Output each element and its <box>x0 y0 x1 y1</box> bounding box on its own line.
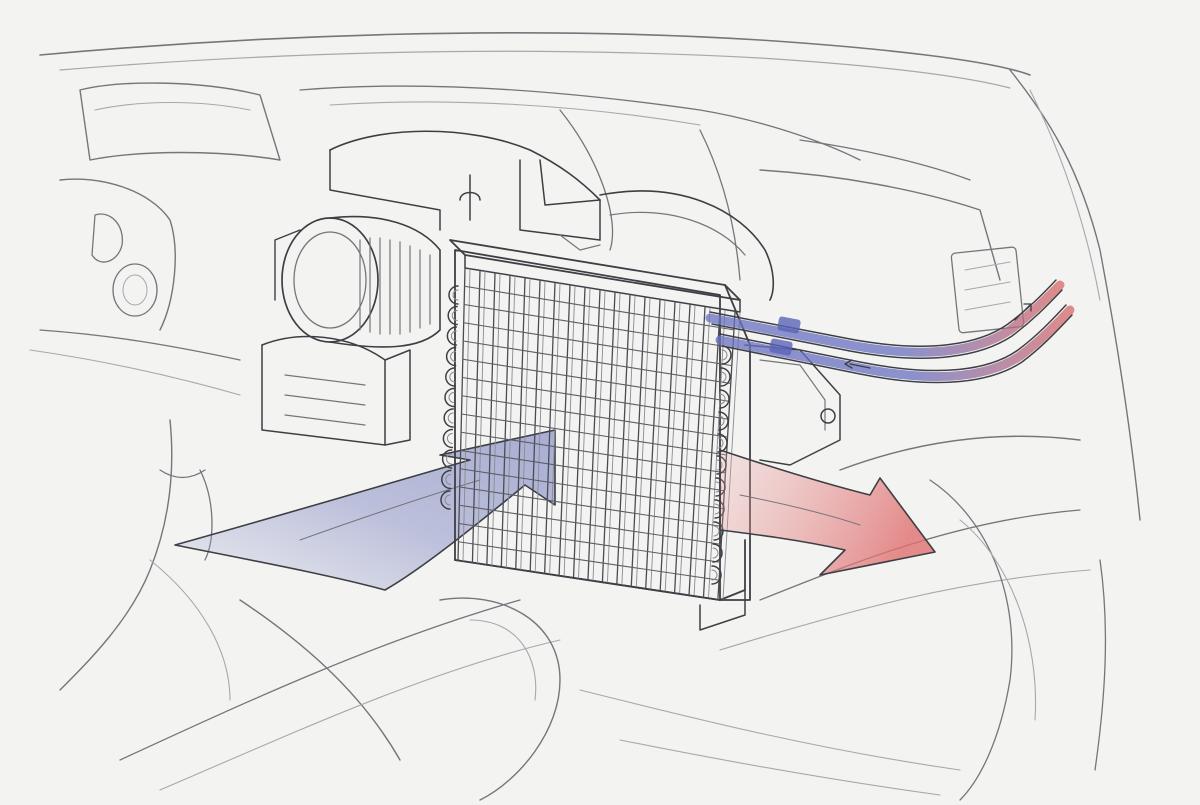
core-fin <box>458 522 721 563</box>
u-bend <box>719 389 730 409</box>
u-bend-inner <box>450 351 457 362</box>
coolant-pipe-icon <box>705 279 1075 384</box>
u-bend-inner <box>711 569 718 581</box>
core-fin <box>464 285 735 331</box>
u-bend <box>720 367 731 387</box>
u-bend-inner <box>721 349 728 361</box>
u-bend-inner <box>447 412 454 424</box>
u-bend-inner <box>452 289 459 301</box>
u-bend-inner <box>449 371 456 383</box>
u-bend-inner <box>719 393 726 405</box>
u-bend <box>711 565 722 585</box>
core-fin <box>462 340 732 385</box>
u-bend <box>445 346 457 367</box>
u-bend-inner <box>718 415 725 427</box>
core-tubes <box>457 267 741 600</box>
u-bend <box>447 305 458 326</box>
core-fin <box>460 449 725 492</box>
u-bend-inner <box>720 371 727 383</box>
u-bend <box>712 543 723 563</box>
u-bend <box>718 411 729 431</box>
u-bend-inner <box>446 433 453 444</box>
core-fins <box>457 285 735 581</box>
u-bend-inner <box>448 392 455 403</box>
core-fin <box>460 413 728 456</box>
u-bend <box>443 408 454 428</box>
core-fin <box>459 486 723 528</box>
core-fin <box>463 303 734 349</box>
u-bend-inner <box>451 310 458 321</box>
heat-exchanger-core-icon <box>440 239 751 631</box>
u-bend <box>444 387 455 408</box>
u-bend <box>441 449 453 469</box>
u-bend-inner <box>446 453 453 465</box>
u-bend <box>441 469 452 490</box>
u-bend <box>442 428 454 449</box>
hvac-housing <box>329 130 841 466</box>
core-fin <box>458 504 722 545</box>
u-bend-inner <box>450 330 457 342</box>
core-fin <box>457 541 720 581</box>
u-bend-inner <box>712 547 719 559</box>
core-fin <box>461 395 729 438</box>
u-bend-inner <box>717 437 724 449</box>
core-fin <box>461 376 730 420</box>
u-bend-inner <box>445 474 452 485</box>
core-fin <box>459 468 724 510</box>
u-bend <box>445 367 456 387</box>
core-fin <box>463 322 733 367</box>
u-bend-inner <box>444 494 451 506</box>
u-bend <box>440 490 451 510</box>
u-bend-inner <box>713 525 720 537</box>
blower-fan-icon <box>261 215 441 446</box>
core-fin <box>462 358 731 402</box>
u-bend <box>446 326 458 346</box>
warm-airflow-arrow <box>719 449 936 576</box>
left-u-bends <box>440 285 459 510</box>
u-bend <box>448 285 459 305</box>
core-fin <box>460 431 726 474</box>
dashboard-sketch <box>29 31 1141 801</box>
